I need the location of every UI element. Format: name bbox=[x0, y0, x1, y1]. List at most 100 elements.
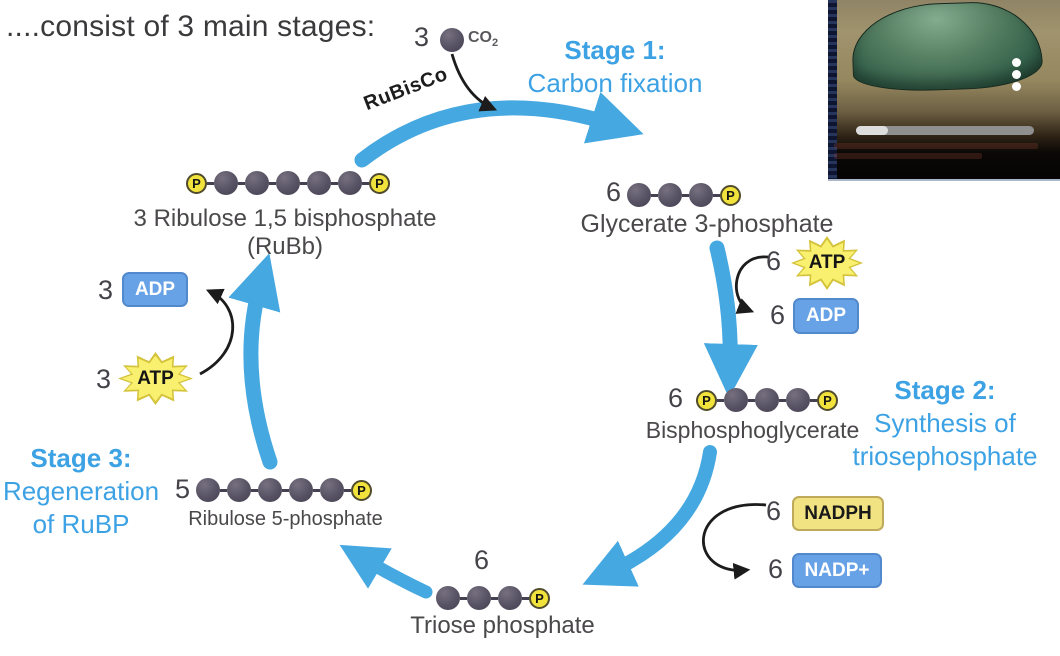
stage3-name: Stage 3: bbox=[30, 443, 132, 473]
glycerate-count: 6 bbox=[606, 177, 622, 207]
bond-line bbox=[238, 181, 245, 185]
arrow-co2-entry bbox=[450, 53, 498, 112]
stage3-desc-line2: of RuBP bbox=[32, 509, 130, 539]
bond-line bbox=[460, 596, 467, 600]
rubp-label-line1: 3 Ribulose 1,5 bisphosphate bbox=[133, 205, 437, 232]
phosphate-node: P bbox=[186, 172, 207, 194]
arrow-glycerate-to-bpg bbox=[703, 240, 758, 398]
bond-line bbox=[207, 181, 214, 185]
enzyme-label: RuBisCo bbox=[360, 63, 451, 116]
arrow-nadph-to-nadp bbox=[701, 503, 767, 580]
nadp-plus-chip: NADP+ bbox=[792, 553, 882, 588]
stage1-name: Stage 1: bbox=[564, 35, 666, 65]
bond-line bbox=[748, 398, 755, 402]
video-player[interactable] bbox=[828, 0, 1060, 181]
atp-left-starburst: ATP bbox=[118, 352, 193, 405]
nadp-plus-count: 6 bbox=[768, 554, 784, 584]
atp-left-label: ATP bbox=[137, 367, 174, 389]
stage2-desc-line1: Synthesis of bbox=[874, 408, 1016, 438]
carbon-node bbox=[755, 388, 779, 412]
glycerate-label: Glycerate 3-phosphate bbox=[580, 210, 834, 238]
bond-line bbox=[313, 488, 320, 492]
stage1-label: Stage 1: Carbon fixation bbox=[505, 34, 725, 100]
carbon-node bbox=[786, 388, 810, 412]
carbon-node bbox=[214, 171, 238, 195]
phosphate-node: P bbox=[696, 389, 717, 411]
nadph-chip: NADPH bbox=[792, 496, 884, 531]
atp-right-count: 6 bbox=[766, 246, 782, 276]
bond-line bbox=[522, 596, 529, 600]
bond-line bbox=[220, 488, 227, 492]
carbon-node bbox=[196, 478, 220, 502]
stage3-desc-line1: Regeneration bbox=[2, 476, 160, 506]
stage3-label: Stage 3: Regeneration of RuBP bbox=[0, 442, 162, 541]
bond-line bbox=[810, 398, 817, 402]
stage1-desc: Carbon fixation bbox=[527, 68, 703, 98]
arrow-atp-to-adp-right bbox=[735, 255, 769, 314]
adp-right-count: 6 bbox=[770, 300, 786, 330]
bond-line bbox=[344, 488, 351, 492]
carbon-node bbox=[658, 183, 682, 207]
carbon-node bbox=[320, 478, 344, 502]
caption-line bbox=[834, 143, 1038, 149]
carbon-node bbox=[724, 388, 748, 412]
stage2-label: Stage 2: Synthesis of triosephosphate bbox=[845, 374, 1045, 473]
bond-line bbox=[300, 181, 307, 185]
bond-line bbox=[331, 181, 338, 185]
carbon-node bbox=[307, 171, 331, 195]
triose-molecule: P bbox=[436, 586, 550, 610]
atp-right-starburst: ATP bbox=[791, 236, 863, 290]
carbon-node bbox=[276, 171, 300, 195]
phosphate-node: P bbox=[817, 389, 838, 411]
r5p-count: 5 bbox=[175, 474, 191, 504]
kebab-menu-icon[interactable] bbox=[1012, 58, 1021, 91]
phosphate-node: P bbox=[351, 479, 372, 501]
page-title: ....consist of 3 main stages: bbox=[6, 10, 376, 43]
caption-line bbox=[834, 153, 982, 159]
carbon-node bbox=[245, 171, 269, 195]
adp-left-chip: ADP bbox=[122, 272, 188, 307]
glycerate-molecule: P bbox=[627, 183, 741, 207]
arrow-r5p-to-rubp bbox=[228, 253, 281, 470]
bpg-label: Bisphosphoglycerate bbox=[645, 417, 860, 443]
arrow-stage1-fixation bbox=[354, 91, 644, 168]
co2-subscript: 2 bbox=[492, 37, 499, 50]
carbon-node bbox=[498, 586, 522, 610]
bond-line bbox=[362, 181, 369, 185]
bpg-count: 6 bbox=[668, 383, 684, 413]
bond-line bbox=[682, 193, 689, 197]
stage2-desc-line2: triosephosphate bbox=[852, 441, 1038, 471]
bond-line bbox=[491, 596, 498, 600]
phosphate-node: P bbox=[369, 172, 390, 194]
bond-line bbox=[651, 193, 658, 197]
co2-count: 3 bbox=[414, 22, 430, 52]
bond-line bbox=[713, 193, 720, 197]
carbon-node bbox=[338, 171, 362, 195]
co2-formula-text: CO bbox=[468, 29, 492, 46]
carbon-node bbox=[227, 478, 251, 502]
nadph-count: 6 bbox=[766, 496, 782, 526]
carbon-node bbox=[436, 586, 460, 610]
carbon-node bbox=[467, 586, 491, 610]
player-left-strip bbox=[828, 0, 837, 179]
carbon-node bbox=[258, 478, 282, 502]
atp-right-label: ATP bbox=[808, 252, 846, 273]
adp-left-count: 3 bbox=[98, 275, 114, 305]
r5p-molecule: P bbox=[196, 478, 372, 502]
carbon-node bbox=[689, 183, 713, 207]
adp-right-chip: ADP bbox=[793, 298, 859, 334]
stage2-name: Stage 2: bbox=[894, 375, 996, 405]
bond-line bbox=[779, 398, 786, 402]
arrow-triose-to-r5p bbox=[339, 544, 433, 599]
progress-fill bbox=[856, 126, 889, 135]
arrow-atp-to-adp-left bbox=[199, 288, 235, 376]
carbon-node bbox=[289, 478, 313, 502]
progress-bar[interactable] bbox=[856, 126, 1034, 135]
carbon-node bbox=[627, 183, 651, 207]
rubp-label: 3 Ribulose 1,5 bisphosphate (RuBb) bbox=[130, 205, 440, 260]
bond-line bbox=[717, 398, 724, 402]
triose-label: Triose phosphate bbox=[410, 612, 595, 639]
